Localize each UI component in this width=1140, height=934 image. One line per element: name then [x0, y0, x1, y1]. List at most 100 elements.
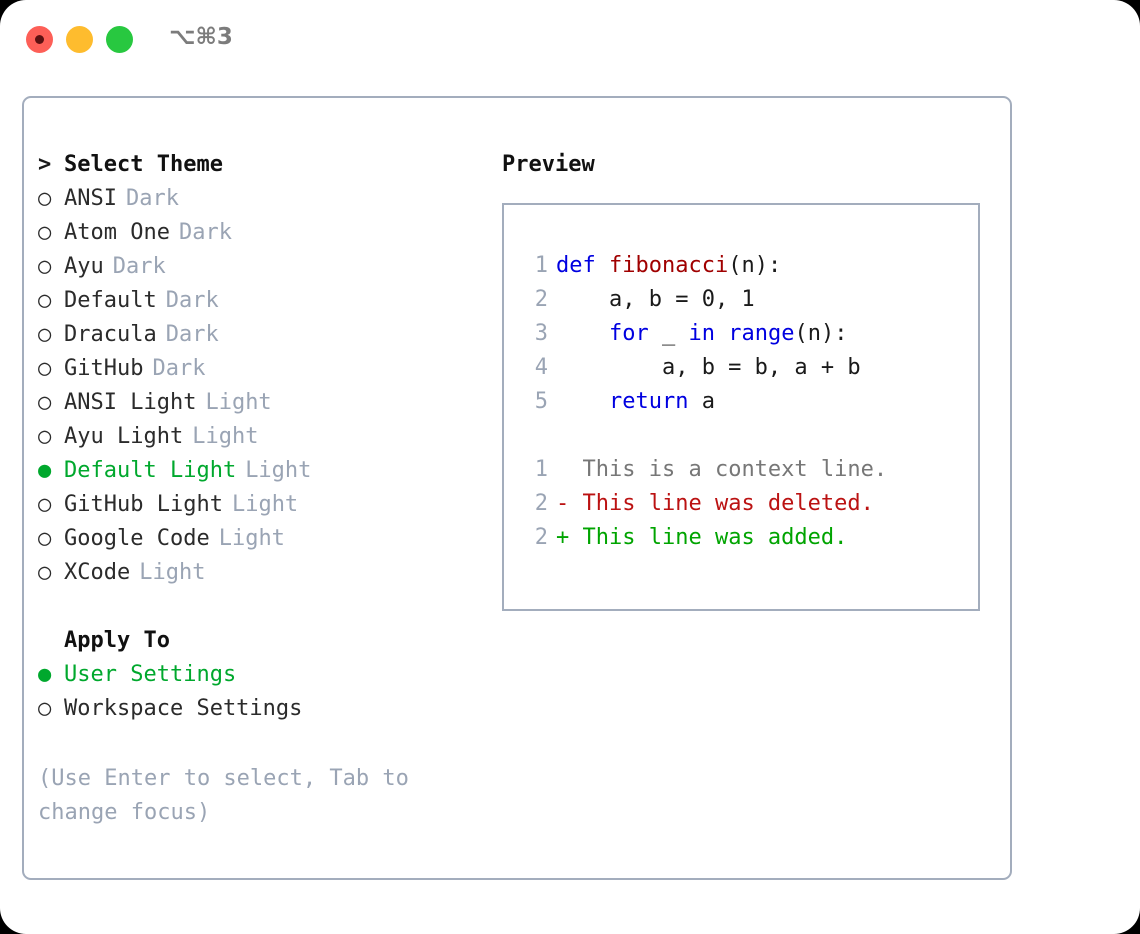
theme-list-item[interactable]: ○ Ayu Light Light [38, 420, 478, 454]
theme-mode-badge: Dark [112, 254, 166, 279]
radio-unselected-icon: ○ [38, 526, 52, 551]
line-number: 2 [534, 287, 548, 312]
theme-picker-header: >Select Theme [38, 148, 478, 182]
diff-line: 2- This line was deleted. [514, 487, 972, 521]
theme-list-item[interactable]: ○ GitHub Light Light [38, 488, 478, 522]
code-line: 2 a, b = 0, 1 [514, 283, 972, 317]
radio-unselected-icon: ○ [38, 560, 52, 585]
theme-mode-badge: Light [245, 458, 312, 483]
line-number: 1 [534, 457, 548, 482]
diff-text: This line was added. [582, 525, 848, 550]
theme-name-label: Google Code [64, 526, 210, 551]
apply-to-label: Workspace Settings [64, 696, 303, 721]
diff-text: This line was deleted. [582, 491, 874, 516]
apply-to-label: User Settings [64, 662, 237, 687]
line-number: 4 [534, 355, 548, 380]
theme-name-label: GitHub [64, 356, 144, 381]
minimize-button[interactable] [66, 26, 93, 53]
preview-title: Preview [502, 152, 595, 177]
apply-to-header: ○Apply To [38, 624, 478, 658]
theme-name-label: ANSI Light [64, 390, 197, 415]
keyboard-hint: (Use Enter to select, Tab to change focu… [38, 766, 409, 825]
diff-line: 1 This is a context line. [514, 453, 972, 487]
code-line: 4 a, b = b, a + b [514, 351, 972, 385]
code-token: fibonacci [608, 253, 729, 278]
radio-unselected-icon: ○ [38, 220, 52, 245]
code-token: _ [648, 321, 689, 346]
theme-mode-badge: Dark [178, 220, 232, 245]
close-icon [35, 35, 44, 44]
radio-selected-icon: ● [38, 662, 52, 687]
code-diff-separator [514, 419, 972, 453]
radio-unselected-icon: ○ [38, 322, 52, 347]
code-token [556, 389, 609, 414]
code-token [556, 321, 609, 346]
theme-list-item[interactable]: ○ GitHub Dark [38, 352, 478, 386]
code-token: a, b = b, a + b [556, 355, 861, 380]
apply-to-item[interactable]: ○ Workspace Settings [38, 692, 478, 726]
code-token: def [556, 253, 609, 278]
radio-selected-icon: ● [38, 458, 52, 483]
theme-name-label: Atom One [64, 220, 170, 245]
theme-list-item[interactable]: ○ Google Code Light [38, 522, 478, 556]
theme-list-item[interactable]: ● Default Light Light [38, 454, 478, 488]
radio-unselected-icon: ○ [38, 492, 52, 517]
theme-list-item[interactable]: ○ ANSI Dark [38, 182, 478, 216]
code-token: a [688, 389, 715, 414]
diff-text: This is a context line. [582, 457, 888, 482]
line-number: 2 [534, 525, 548, 550]
code-token: return [608, 389, 689, 414]
radio-unselected-icon: ○ [38, 186, 52, 211]
blank-marker-icon: ○ [38, 624, 64, 658]
maximize-button[interactable] [106, 26, 133, 53]
radio-unselected-icon: ○ [38, 254, 52, 279]
theme-list-item[interactable]: ○ Atom One Dark [38, 216, 478, 250]
theme-name-label: Default Light [64, 458, 237, 483]
theme-name-label: Default [64, 288, 157, 313]
theme-name-label: GitHub Light [64, 492, 223, 517]
line-number: 1 [534, 253, 548, 278]
code-token: for [608, 321, 649, 346]
apply-to-header-label: Apply To [64, 628, 170, 653]
code-token [715, 321, 728, 346]
line-number: 2 [534, 491, 548, 516]
code-line: 3 for _ in range(n): [514, 317, 972, 351]
diff-sign [556, 457, 583, 482]
diff-line: 2 + This line was added. [514, 521, 972, 555]
code-token: in [688, 321, 715, 346]
theme-mode-badge: Dark [152, 356, 206, 381]
apply-to-item[interactable]: ● User Settings [38, 658, 478, 692]
radio-unselected-icon: ○ [38, 696, 52, 721]
theme-mode-badge: Light [205, 390, 272, 415]
theme-mode-badge: Light [139, 560, 206, 585]
radio-unselected-icon: ○ [38, 424, 52, 449]
radio-unselected-icon: ○ [38, 356, 52, 381]
theme-name-label: ANSI [64, 186, 117, 211]
theme-name-label: Ayu [64, 254, 104, 279]
theme-list-item[interactable]: ○ Ayu Dark [38, 250, 478, 284]
window-titlebar: ⌥⌘3 [0, 0, 1140, 80]
code-token: (n): [794, 321, 848, 346]
theme-mode-badge: Light [231, 492, 299, 517]
diff-sign: - [556, 491, 583, 516]
theme-mode-badge: Dark [125, 186, 179, 211]
theme-name-label: Ayu Light [64, 424, 184, 449]
theme-name-label: Dracula [64, 322, 157, 347]
apply-to-list: ● User Settings ○ Workspace Settings [38, 658, 478, 726]
line-number: 5 [534, 389, 548, 414]
diff-sign: + [556, 525, 583, 550]
theme-mode-badge: Light [192, 424, 259, 449]
theme-mode-badge: Light [218, 526, 285, 551]
